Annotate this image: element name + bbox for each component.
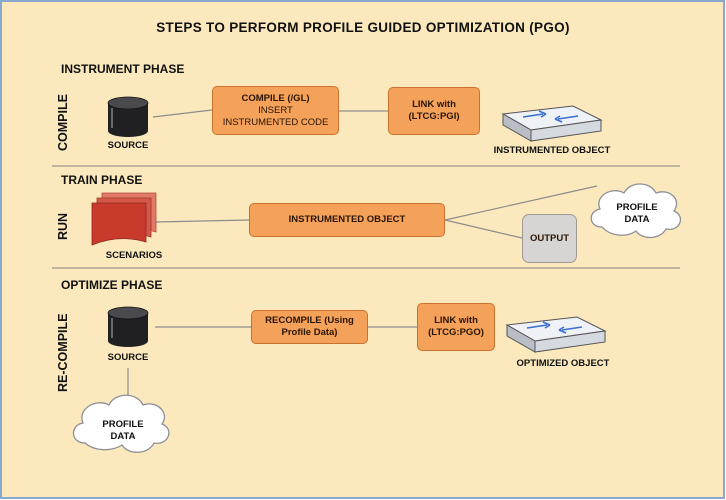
run-side-label: RUN bbox=[56, 212, 70, 240]
compile-side-label: COMPILE bbox=[56, 94, 70, 151]
connector-line bbox=[154, 219, 250, 223]
source-label: SOURCE bbox=[107, 352, 149, 363]
link-box-option: (LTCG:PGI) bbox=[408, 111, 460, 122]
link-box-title: LINK with bbox=[434, 315, 478, 326]
compile-step-box: COMPILE (/GL) INSERT INSTRUMENTED CODE bbox=[212, 86, 339, 135]
recompile-side-label: RE-COMPILE bbox=[56, 313, 70, 392]
instrumented-object-box: INSTRUMENTED OBJECT bbox=[249, 203, 445, 237]
optimize-phase-heading: OPTIMIZE PHASE bbox=[61, 278, 163, 292]
compile-box-title: COMPILE (/GL) bbox=[241, 92, 310, 104]
source-label: SOURCE bbox=[107, 140, 149, 151]
compile-box-line: INSERT bbox=[258, 104, 293, 116]
recompile-box-line: Profile Data) bbox=[281, 327, 338, 338]
link-pgi-step-box: LINK with (LTCG:PGI) bbox=[388, 87, 480, 135]
profile-data-line: PROFILE bbox=[102, 419, 144, 430]
connector-line bbox=[444, 219, 523, 239]
recompile-box-title: RECOMPILE (Using bbox=[265, 315, 354, 326]
connector-line bbox=[444, 185, 598, 221]
scenarios-label: SCENARIOS bbox=[105, 250, 163, 261]
link-box-option: (LTCG:PGO) bbox=[428, 327, 484, 338]
profile-data-cloud-label: PROFILE DATA bbox=[600, 202, 674, 226]
recompile-step-box: RECOMPILE (Using Profile Data) bbox=[251, 310, 368, 344]
train-phase-heading: TRAIN PHASE bbox=[61, 173, 143, 187]
profile-data-line: DATA bbox=[624, 214, 650, 225]
link-box-title: LINK with bbox=[412, 99, 456, 110]
profile-data-line: DATA bbox=[110, 431, 136, 442]
instrumented-object-label: INSTRUMENTED OBJECT bbox=[493, 145, 611, 156]
profile-data-line: PROFILE bbox=[616, 202, 658, 213]
optimized-object-label: OPTIMIZED OBJECT bbox=[516, 358, 610, 369]
link-pgo-step-box: LINK with (LTCG:PGO) bbox=[417, 303, 495, 351]
instrumented-object-box-label: INSTRUMENTED OBJECT bbox=[288, 214, 406, 225]
diagram-title: STEPS TO PERFORM PROFILE GUIDED OPTIMIZA… bbox=[156, 20, 570, 35]
instrument-phase-heading: INSTRUMENT PHASE bbox=[61, 62, 185, 76]
output-box-label: OUTPUT bbox=[529, 232, 570, 244]
network-switch-icon bbox=[501, 105, 603, 142]
cloud-icon bbox=[72, 394, 170, 453]
database-icon bbox=[107, 306, 149, 347]
connector-line bbox=[152, 109, 213, 118]
scenarios-stack-icon bbox=[91, 192, 157, 246]
database-icon bbox=[107, 96, 149, 137]
output-box: OUTPUT bbox=[522, 214, 577, 263]
cloud-icon bbox=[590, 183, 682, 239]
compile-box-line: INSTRUMENTED CODE bbox=[222, 116, 329, 128]
profile-data-cloud-label: PROFILE DATA bbox=[86, 419, 160, 443]
network-switch-icon bbox=[505, 316, 607, 353]
